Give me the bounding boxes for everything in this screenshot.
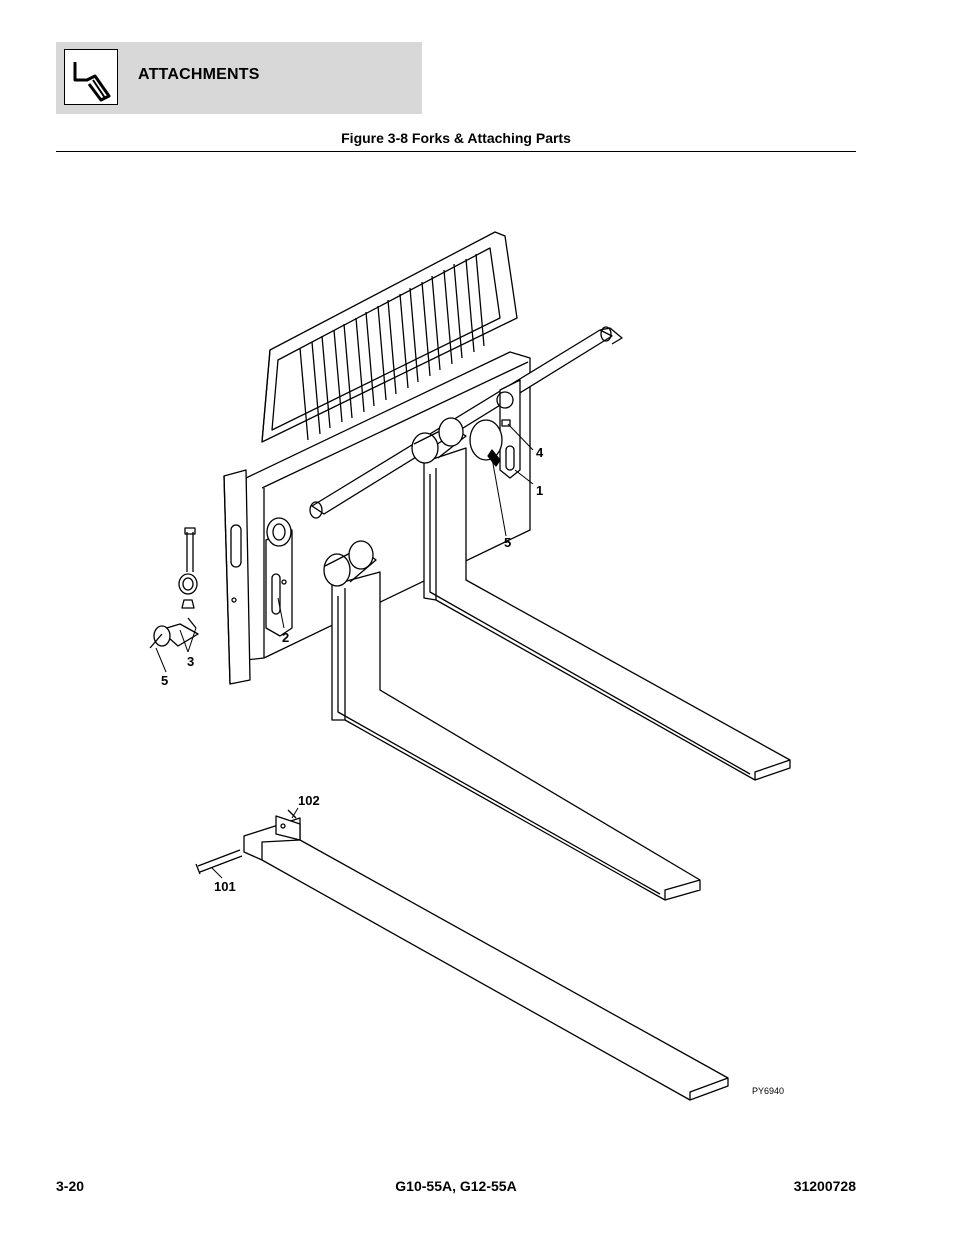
lock-bracket-left <box>265 517 293 637</box>
rear-fork <box>411 417 791 781</box>
callout-5-left: 5 <box>161 673 168 688</box>
front-fork <box>323 540 701 901</box>
callout-102: 102 <box>298 793 320 808</box>
callout-leaders <box>155 423 534 879</box>
callout-5-right: 5 <box>504 535 511 550</box>
section-header-tab: ATTACHMENTS <box>56 42 422 114</box>
section-title: ATTACHMENTS <box>138 66 260 83</box>
callout-101: 101 <box>214 879 236 894</box>
document-number: 31200728 <box>793 1178 856 1194</box>
spare-fork <box>195 809 729 1101</box>
lock-bracket-right <box>469 379 521 479</box>
callout-1: 1 <box>536 483 543 498</box>
left-hardware <box>149 527 199 649</box>
fork-attachment-icon <box>64 49 118 105</box>
page-number: 3-20 <box>56 1178 85 1194</box>
header-rule <box>56 151 856 152</box>
callout-2: 2 <box>282 630 289 645</box>
callout-4: 4 <box>536 445 544 460</box>
callout-3: 3 <box>187 654 194 669</box>
figure-title: Figure 3-8 Forks & Attaching Parts <box>341 130 571 146</box>
backrest-frame <box>261 231 518 443</box>
model-numbers: G10-55A, G12-55A <box>395 1178 517 1194</box>
drawing-number: PY6940 <box>752 1086 784 1096</box>
